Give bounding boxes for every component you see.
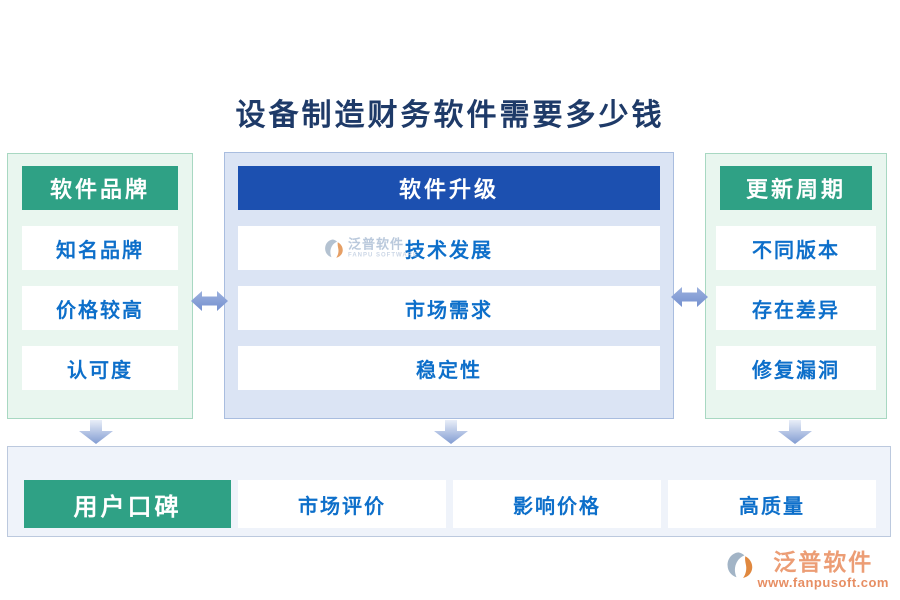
down-arrow-icon [79, 420, 113, 444]
down-arrow-icon [434, 420, 468, 444]
list-item: 存在差异 [716, 286, 876, 330]
list-item: 影响价格 [453, 480, 661, 528]
list-item: 认可度 [22, 346, 178, 390]
bottom-row-header: 用户口碑 [24, 480, 231, 528]
list-item: 泛普软件 FANPU SOFTWARE 技术发展 [238, 226, 660, 270]
watermark-brand: 泛普软件 [348, 236, 405, 252]
list-item: 知名品牌 [22, 226, 178, 270]
list-item: 价格较高 [22, 286, 178, 330]
fanpu-logo-icon [728, 552, 753, 578]
double-arrow-icon [671, 287, 708, 307]
page-title: 设备制造财务软件需要多少钱 [235, 99, 665, 132]
list-item: 不同版本 [716, 226, 876, 270]
column-header-software-brand: 软件品牌 [22, 166, 178, 210]
column-software-brand: 软件品牌 知名品牌 价格较高 认可度 [7, 153, 193, 419]
fanpu-logo-icon [325, 238, 343, 258]
column-header-software-upgrade: 软件升级 [238, 166, 660, 210]
list-item: 市场需求 [238, 286, 660, 330]
column-update-cycle: 更新周期 不同版本 存在差异 修复漏洞 [705, 153, 887, 419]
column-software-upgrade: 软件升级 泛普软件 FANPU SOFTWARE 技术发展 市场需求 稳定性 [224, 152, 674, 419]
watermark-brand-en: FANPU SOFTWARE [348, 252, 419, 259]
footer-brand-name: 泛普软件 [773, 549, 874, 575]
double-arrow-icon [191, 291, 228, 311]
footer-brand-url: www.fanpusoft.com [757, 575, 889, 590]
list-item-label: 技术发展 [405, 239, 493, 262]
list-item: 修复漏洞 [716, 346, 876, 390]
down-arrow-icon [778, 420, 812, 444]
watermark-logo: 泛普软件 FANPU SOFTWARE [324, 238, 418, 259]
list-item: 市场评价 [238, 480, 446, 528]
footer-brand-logo: 泛普软件 www.fanpusoft.com [726, 551, 889, 589]
bottom-row-user-reputation: 用户口碑 市场评价 影响价格 高质量 [7, 446, 891, 537]
column-header-update-cycle: 更新周期 [720, 166, 872, 210]
list-item: 高质量 [668, 480, 876, 528]
list-item: 稳定性 [238, 346, 660, 390]
